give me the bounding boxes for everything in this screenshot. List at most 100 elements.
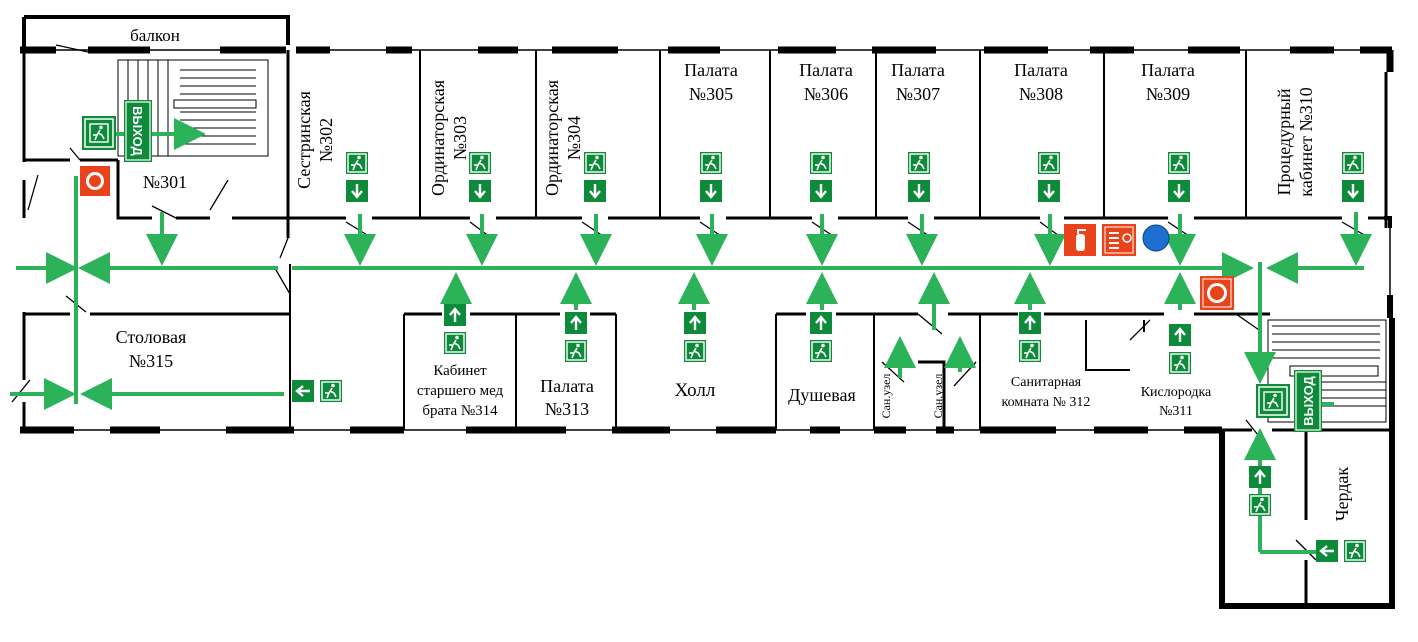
exit-running-man-icon bbox=[1018, 339, 1042, 363]
sign-314 bbox=[442, 302, 468, 355]
sign-305 bbox=[698, 151, 724, 204]
ward-305-number: №305 bbox=[689, 84, 733, 104]
ward-313-label: Палата bbox=[540, 376, 594, 396]
fire-alarm-button-icon bbox=[80, 166, 110, 196]
room-312-label: Санитарная bbox=[1011, 375, 1082, 390]
arrow-left-icon bbox=[290, 378, 316, 404]
arrow-down-icon bbox=[582, 178, 608, 204]
arrow-down-icon bbox=[906, 178, 932, 204]
ward-306-number: №306 bbox=[804, 84, 848, 104]
sign-309 bbox=[1166, 151, 1192, 204]
exit-running-man-icon bbox=[809, 339, 833, 363]
sign-302 bbox=[344, 151, 370, 204]
room-301-label: №301 bbox=[143, 172, 187, 192]
exit-sign-bottom: ВЫХОД bbox=[1256, 370, 1322, 432]
room-315-number: №315 bbox=[129, 351, 173, 371]
exit-label: ВЫХОД bbox=[1301, 375, 1316, 425]
room-311-label: Кислородка bbox=[1141, 385, 1212, 400]
fire-extinguisher-icon bbox=[1064, 224, 1096, 256]
hall-label: Холл bbox=[675, 380, 716, 401]
hydrant-icon bbox=[1142, 224, 1170, 252]
exit-running-man-icon bbox=[345, 151, 369, 175]
sign-shower bbox=[808, 310, 834, 363]
ward-306-label: Палата bbox=[799, 60, 853, 80]
arrow-up-icon bbox=[808, 310, 834, 336]
exit-running-man-icon bbox=[1261, 389, 1285, 413]
exit-running-man-icon bbox=[564, 339, 588, 363]
wc-2-label: Сан.узел bbox=[931, 374, 945, 419]
arrow-down-icon bbox=[1340, 178, 1366, 204]
sign-312 bbox=[1017, 310, 1043, 363]
direction-signs bbox=[290, 151, 1367, 564]
ward-309-label: Палата bbox=[1141, 60, 1195, 80]
sign-310 bbox=[1340, 151, 1366, 204]
ward-305-label: Палата bbox=[684, 60, 738, 80]
sign-dining bbox=[290, 378, 343, 404]
room-302-number: №302 bbox=[316, 118, 336, 162]
sign-303 bbox=[467, 151, 493, 204]
exit-running-man-icon bbox=[683, 339, 707, 363]
ward-308-number: №308 bbox=[1019, 84, 1063, 104]
room-304-label: Ординаторская bbox=[542, 80, 562, 196]
sign-304 bbox=[582, 151, 608, 204]
arrow-down-icon bbox=[467, 178, 493, 204]
exit-running-man-icon bbox=[319, 379, 343, 403]
sign-306 bbox=[808, 151, 834, 204]
ward-308-label: Палата bbox=[1014, 60, 1068, 80]
arrow-down-icon bbox=[344, 178, 370, 204]
exit-label: ВЫХОД bbox=[130, 106, 145, 156]
exit-running-man-icon bbox=[1248, 493, 1272, 517]
exit-running-man-icon bbox=[583, 151, 607, 175]
room-314-number: брата №314 bbox=[422, 403, 498, 419]
room-315-label: Столовая bbox=[116, 327, 187, 347]
room-303-label: Ординаторская bbox=[428, 80, 448, 196]
walls bbox=[20, 15, 1395, 609]
exit-running-man-icon bbox=[1341, 151, 1365, 175]
sign-307 bbox=[906, 151, 932, 204]
arrow-down-icon bbox=[698, 178, 724, 204]
room-304-number: №304 bbox=[564, 116, 584, 160]
arrow-up-icon bbox=[442, 302, 468, 328]
ward-313-number: №313 bbox=[545, 399, 589, 419]
exit-running-man-icon bbox=[907, 151, 931, 175]
sign-311 bbox=[1167, 322, 1193, 375]
sign-313 bbox=[563, 310, 589, 363]
arrow-down-icon bbox=[1166, 178, 1192, 204]
fire-hose-cabinet-icon bbox=[1102, 224, 1136, 256]
room-311-number: №311 bbox=[1159, 404, 1193, 419]
arrow-down-icon bbox=[808, 178, 834, 204]
ward-307-label: Палата bbox=[891, 60, 945, 80]
fire-alarm-button-icon bbox=[1200, 276, 1234, 310]
exit-running-man-icon bbox=[1168, 351, 1192, 375]
arrow-up-icon bbox=[682, 310, 708, 336]
room-314-label-2: старшего мед bbox=[417, 383, 504, 399]
arrow-up-icon bbox=[1247, 464, 1273, 490]
doors bbox=[11, 44, 1367, 561]
exit-running-man-icon bbox=[87, 121, 111, 145]
shower-label: Душевая bbox=[788, 385, 856, 405]
staircase-bottom bbox=[1267, 319, 1387, 423]
arrow-up-icon bbox=[1017, 310, 1043, 336]
balcony-label: балкон bbox=[130, 26, 180, 45]
exit-sign-top: ВЫХОД bbox=[82, 100, 152, 162]
arrow-up-icon bbox=[1167, 322, 1193, 348]
exit-running-man-icon bbox=[1167, 151, 1191, 175]
room-302-label: Сестринская bbox=[294, 91, 314, 189]
room-303-number: №303 bbox=[450, 116, 470, 160]
sign-attic-exit bbox=[1314, 538, 1367, 564]
arrow-down-icon bbox=[1036, 178, 1062, 204]
sign-308 bbox=[1036, 151, 1062, 204]
attic-label: Чердак bbox=[1332, 467, 1352, 522]
arrow-up-icon bbox=[563, 310, 589, 336]
room-314-label: Кабинет bbox=[433, 363, 487, 379]
exit-running-man-icon bbox=[468, 151, 492, 175]
room-labels: балкон №301 Сестринская №302 Ординаторск… bbox=[116, 26, 1352, 521]
sign-hall bbox=[682, 310, 708, 363]
ward-309-number: №309 bbox=[1146, 84, 1190, 104]
exit-running-man-icon bbox=[809, 151, 833, 175]
evacuation-routes bbox=[10, 118, 1372, 554]
room-312-number: комната № 312 bbox=[1002, 395, 1091, 410]
wc-1-label: Сан.узел bbox=[879, 374, 893, 419]
exit-running-man-icon bbox=[1037, 151, 1061, 175]
